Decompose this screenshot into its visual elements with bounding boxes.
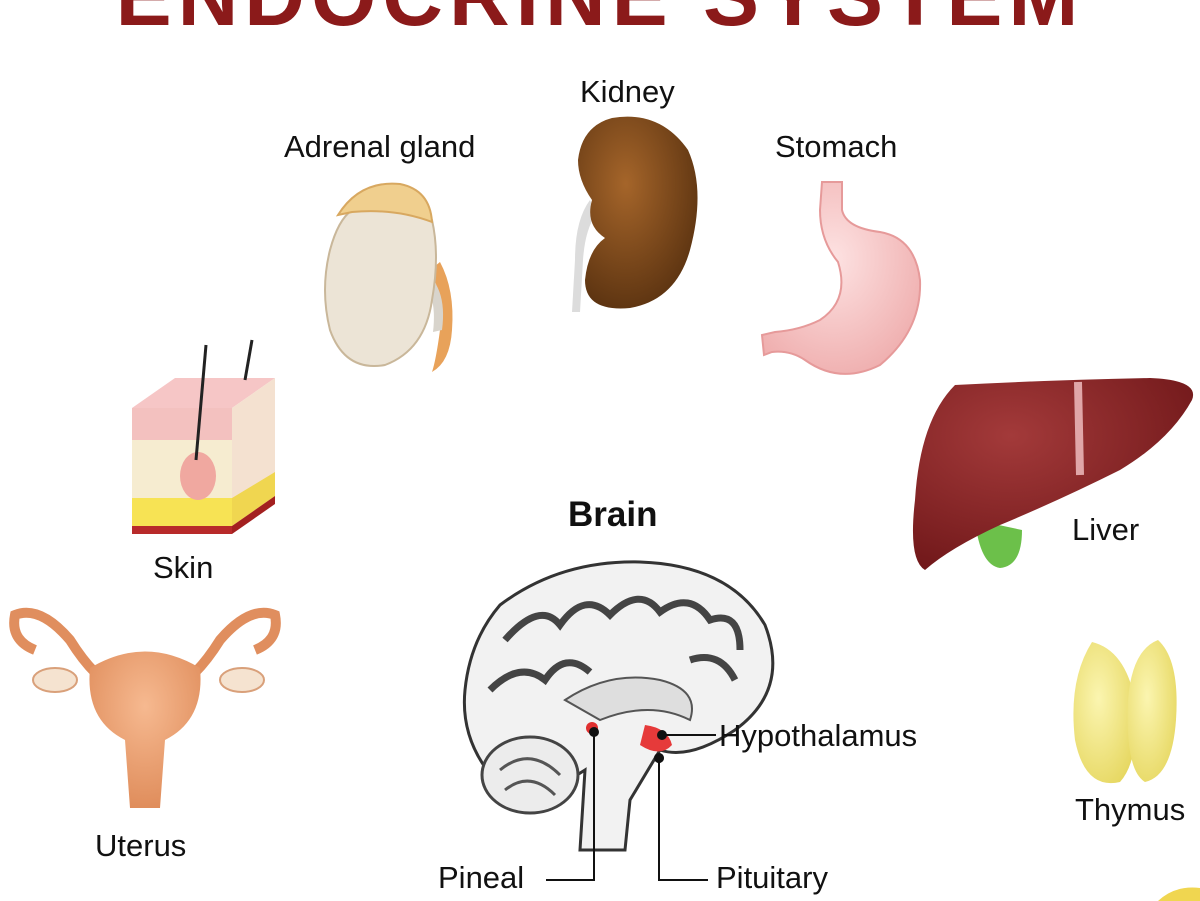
- partial-organ-edge: [1158, 887, 1200, 901]
- label-kidney: Kidney: [580, 74, 675, 109]
- brain-illustration: [462, 560, 775, 852]
- page-title: ENDOCRINE SYSTEM: [0, 0, 1200, 38]
- skin-illustration: [132, 339, 275, 534]
- thymus-illustration: [1073, 640, 1177, 784]
- label-pineal: Pineal: [438, 860, 525, 895]
- brain-pointer-lines: [546, 727, 716, 881]
- label-pituitary: Pituitary: [716, 860, 828, 895]
- label-skin: Skin: [153, 550, 214, 585]
- kidney-illustration: [572, 116, 698, 312]
- adrenal-gland-illustration: [324, 182, 453, 372]
- label-hypothalamus: Hypothalamus: [719, 718, 918, 753]
- label-adrenal-gland: Adrenal gland: [284, 129, 476, 164]
- label-brain: Brain: [568, 495, 658, 534]
- label-liver: Liver: [1072, 512, 1140, 547]
- liver-illustration: [912, 378, 1194, 570]
- label-thymus: Thymus: [1075, 792, 1186, 827]
- label-uterus: Uterus: [95, 828, 187, 863]
- uterus-illustration: [9, 607, 281, 808]
- stomach-illustration: [760, 181, 922, 375]
- label-stomach: Stomach: [775, 129, 898, 164]
